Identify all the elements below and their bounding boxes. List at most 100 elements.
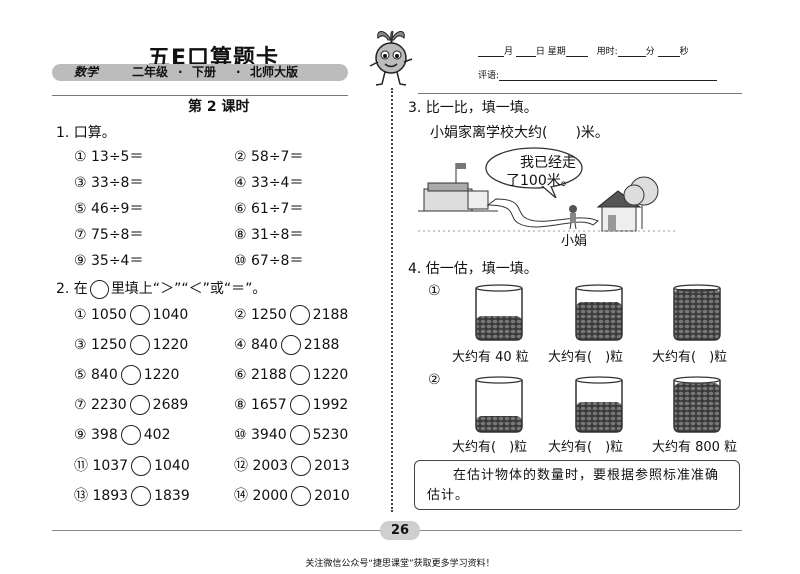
- subject-label: 数学: [74, 65, 99, 79]
- answer-circle[interactable]: [131, 456, 152, 476]
- jar-estimate-label: 大约有( )粒: [548, 350, 624, 365]
- left-number: 1037: [92, 458, 129, 474]
- answer-circle[interactable]: [289, 425, 310, 445]
- jar-estimate-label: 大约有 800 粒: [652, 440, 738, 455]
- answer-circle[interactable]: [129, 305, 150, 325]
- answer-circle[interactable]: [291, 486, 312, 506]
- bean-jar-icon: [575, 284, 623, 341]
- q1-problem: ⑧ 31÷8＝: [234, 227, 304, 243]
- item-number: ⑭: [234, 488, 248, 504]
- item-number: ①: [74, 307, 87, 323]
- right-number: 2188: [303, 337, 340, 353]
- right-number: 1040: [152, 307, 189, 323]
- answer-circle[interactable]: [291, 456, 312, 476]
- q2-compare-item: ⑫ 2003 2013: [234, 455, 350, 476]
- q1-problem: ④ 33÷4＝: [234, 175, 304, 191]
- bean-jar-icon: [673, 376, 721, 433]
- q2-compare-item: ⑦ 2230 2689: [74, 395, 188, 415]
- right-number: 1220: [312, 367, 349, 383]
- tip-text: 在估计物体的数量时，要根据参照标准准确估计。: [427, 468, 720, 503]
- q4-label: 4. 估一估，填一填。: [408, 261, 538, 277]
- volume-label: 下册: [192, 65, 217, 79]
- right-number: 5230: [312, 427, 349, 443]
- left-number: 398: [91, 427, 118, 443]
- q1-problem: ⑤ 46÷9＝: [74, 201, 144, 217]
- answer-circle[interactable]: [131, 486, 152, 506]
- speech-text: 我已经走 了100米。: [506, 155, 576, 189]
- q1-label: 1. 口算。: [56, 125, 116, 141]
- left-number: 840: [91, 367, 118, 383]
- left-number: 1250: [251, 307, 287, 323]
- answer-circle[interactable]: [129, 335, 150, 355]
- right-number: 1220: [152, 337, 189, 353]
- left-number: 840: [251, 337, 278, 353]
- q1-problem: ⑨ 35÷4＝: [74, 253, 144, 269]
- right-rule: [418, 93, 742, 94]
- item-number: ⑬: [74, 488, 88, 504]
- q2-compare-item: ⑬ 1893 1839: [74, 485, 190, 506]
- left-number: 1893: [92, 488, 129, 504]
- right-number: 2010: [314, 488, 350, 504]
- answer-circle[interactable]: [120, 365, 141, 385]
- left-number: 3940: [251, 427, 287, 443]
- answer-circle[interactable]: [280, 335, 301, 355]
- bean-jar-icon: [673, 284, 721, 341]
- answer-circle[interactable]: [289, 365, 310, 385]
- item-number: ⑩: [234, 427, 247, 443]
- jar-estimate-label: 大约有( )粒: [452, 440, 528, 455]
- page-number: 26: [380, 521, 420, 540]
- grade-label: 二年级: [132, 65, 169, 79]
- item-number: ⑫: [234, 458, 248, 474]
- right-number: 1040: [154, 458, 190, 474]
- left-number: 2230: [91, 397, 127, 413]
- subject-bar: 数学 二年级 · 下册 · 北师大版: [52, 64, 348, 81]
- q3-sentence: 小娟家离学校大约( )米。: [430, 125, 609, 141]
- q1-problem: ⑥ 61÷7＝: [234, 201, 304, 217]
- left-number: 2188: [251, 367, 287, 383]
- item-number: ⑤: [74, 367, 87, 383]
- speech-bubble-icon: [485, 147, 583, 198]
- q2-compare-item: ① 1050 1040: [74, 305, 188, 325]
- answer-circle[interactable]: [289, 305, 310, 325]
- q1-problem: ③ 33÷8＝: [74, 175, 144, 191]
- answer-circle[interactable]: [120, 425, 141, 445]
- compare-circle-icon: [89, 279, 109, 299]
- jar-estimate-label: 大约有 40 粒: [452, 350, 529, 365]
- q1-problem: ① 13÷5＝: [74, 149, 144, 165]
- item-number: ⑦: [74, 397, 87, 413]
- radish-mascot-icon: [369, 30, 413, 86]
- left-number: 2000: [252, 488, 289, 504]
- q2-compare-item: ⑭ 2000 2010: [234, 485, 350, 506]
- date-line: 月 日 星期 用时:分 秒: [478, 44, 689, 57]
- footer-note: 关注微信公众号“捷思课堂”获取更多学习资料！: [305, 559, 495, 569]
- q2-compare-item: ⑩ 3940 5230: [234, 425, 348, 445]
- column-divider: [391, 88, 393, 512]
- answer-circle[interactable]: [289, 395, 310, 415]
- item-number: ⑧: [234, 397, 247, 413]
- left-number: 2003: [252, 458, 289, 474]
- item-number: ⑪: [74, 458, 88, 474]
- right-number: 2689: [152, 397, 189, 413]
- q1-problem: ⑩ 67÷8＝: [234, 253, 304, 269]
- q1-problem: ⑦ 75÷8＝: [74, 227, 144, 243]
- lesson-title: 第 2 课时: [188, 99, 250, 115]
- left-rule: [52, 95, 348, 96]
- right-number: 402: [143, 427, 171, 443]
- bean-jar-icon: [475, 284, 523, 341]
- school-path-illustration: [418, 163, 678, 232]
- q1-problem: ② 58÷7＝: [234, 149, 304, 165]
- review-line: 评语:: [478, 68, 718, 81]
- item-number: ⑨: [74, 427, 87, 443]
- left-number: 1657: [251, 397, 287, 413]
- right-number: 2013: [314, 458, 350, 474]
- answer-circle[interactable]: [129, 395, 150, 415]
- q2-compare-item: ⑨ 398 402: [74, 425, 170, 445]
- jar-estimate-label: 大约有( )粒: [652, 350, 728, 365]
- right-number: 1839: [154, 488, 190, 504]
- left-number: 1050: [91, 307, 127, 323]
- bean-jar-icon: [475, 376, 523, 433]
